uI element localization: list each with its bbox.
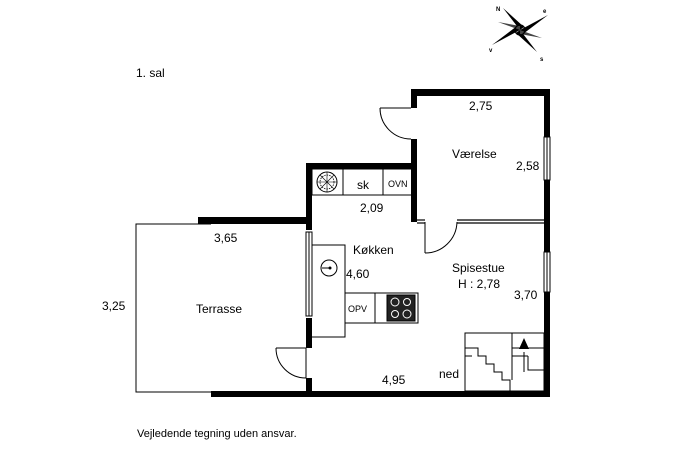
floor-label: 1. sal bbox=[136, 66, 165, 80]
oven-label: OVN bbox=[388, 179, 408, 189]
spisestue-dim-bottom: 4,95 bbox=[382, 373, 406, 387]
stairs-label: ned bbox=[439, 367, 459, 381]
vaerelse-dim-top: 2,75 bbox=[469, 99, 493, 113]
extractor-fan-icon bbox=[316, 171, 338, 193]
cooktop-icon bbox=[386, 294, 416, 322]
windows bbox=[305, 136, 551, 317]
terrasse-dim-side: 3,25 bbox=[102, 299, 126, 313]
vaerelse-dim-side: 2,58 bbox=[516, 159, 540, 173]
compass-n: N bbox=[496, 7, 500, 13]
compass-s: s bbox=[540, 57, 544, 63]
kokken-dim-counter: 2,09 bbox=[360, 201, 384, 215]
dishwasher-label: OPV bbox=[348, 304, 367, 314]
terrace-outline bbox=[135, 223, 213, 393]
terrasse-dim-top: 3,65 bbox=[214, 231, 238, 245]
kokken-name: Køkken bbox=[353, 243, 394, 257]
kitchen-counters bbox=[311, 168, 419, 338]
spisestue-height: H : 2,78 bbox=[458, 277, 500, 291]
exterior-walls bbox=[198, 89, 550, 397]
terrasse-name: Terrasse bbox=[196, 302, 242, 316]
interior-walls bbox=[417, 219, 544, 224]
sink-label: sk bbox=[357, 178, 370, 192]
compass-rose-icon: N e s v bbox=[489, 7, 548, 63]
spisestue-name: Spisestue bbox=[452, 261, 505, 275]
sink-icon bbox=[320, 259, 338, 277]
compass-v: v bbox=[489, 48, 493, 54]
spisestue-dim-side: 3,70 bbox=[514, 288, 538, 302]
vaerelse-name: Værelse bbox=[452, 147, 497, 161]
disclaimer: Vejledende tegning uden ansvar. bbox=[137, 428, 297, 440]
compass-e: e bbox=[543, 9, 547, 15]
staircase bbox=[464, 332, 545, 392]
doors bbox=[275, 107, 458, 379]
kokken-dim-side: 4,60 bbox=[346, 267, 370, 281]
